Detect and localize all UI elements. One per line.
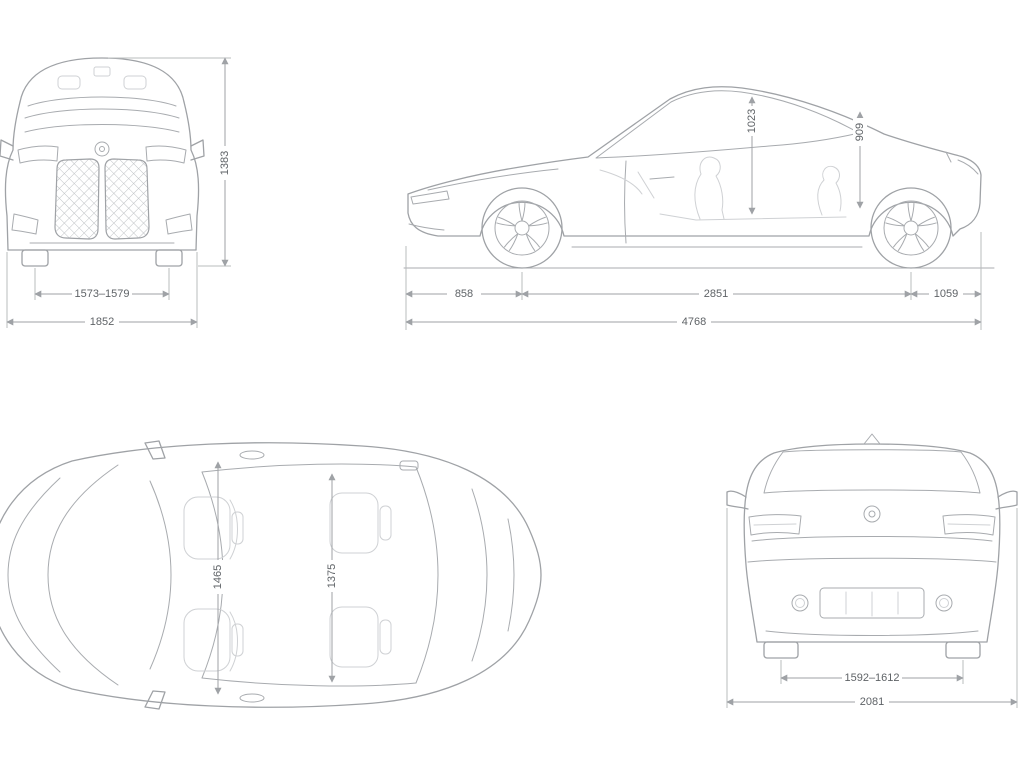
bmw-roundel-rear-icon bbox=[863, 505, 881, 523]
rear-view-car bbox=[726, 433, 1018, 659]
taillight-left bbox=[748, 514, 802, 536]
rear-track-label: 1592–1612 bbox=[844, 672, 899, 684]
front-headroom-label: 1023 bbox=[746, 109, 758, 133]
exhaust-right bbox=[935, 594, 953, 612]
mirror-rear-right bbox=[995, 490, 1018, 510]
front-wheel-right bbox=[155, 249, 183, 267]
headlight-right bbox=[145, 145, 187, 164]
overall-length-label: 4768 bbox=[682, 316, 706, 328]
roof-antenna-icon bbox=[863, 433, 881, 445]
exhaust-left bbox=[791, 594, 809, 612]
rear-wheel-side bbox=[870, 187, 952, 269]
front-interior-through-glass bbox=[57, 66, 147, 90]
top-view-dimensions: 1465 1375 bbox=[211, 461, 339, 695]
mirror-rear-left bbox=[726, 490, 749, 510]
side-mirror-right bbox=[190, 139, 205, 161]
rear-diffuser bbox=[819, 587, 925, 619]
side-mirror-left bbox=[0, 139, 14, 161]
front-height-label: 1383 bbox=[219, 151, 231, 175]
front-view-car bbox=[0, 57, 205, 267]
top-view-car bbox=[0, 440, 542, 710]
front-width-label: 1852 bbox=[90, 316, 114, 328]
bmw-roundel-icon bbox=[94, 141, 110, 157]
front-view-dimensions: 1383 1573–1579 1852 bbox=[6, 57, 232, 328]
kidney-grille-left bbox=[54, 158, 100, 240]
side-interior bbox=[599, 156, 847, 221]
rear-width-label: 2081 bbox=[860, 696, 884, 708]
headlight-side bbox=[410, 190, 450, 205]
front-wheel-side bbox=[481, 187, 563, 269]
rear-view-dimensions: 1592–1612 2081 bbox=[726, 508, 1018, 708]
front-wheel-left bbox=[21, 249, 49, 267]
mirror-top-right bbox=[144, 690, 166, 710]
front-track-label: 1573–1579 bbox=[74, 288, 129, 300]
mirror-top-left bbox=[144, 440, 166, 460]
front-interior-width-label: 1465 bbox=[212, 565, 224, 589]
taillight-right bbox=[942, 514, 996, 536]
rear-view: 1592–1612 2081 bbox=[726, 433, 1018, 708]
side-view-dimensions: 1023 909 858 2851 1059 4768 bbox=[405, 96, 982, 330]
rear-interior-width-label: 1375 bbox=[326, 564, 338, 588]
kidney-grille-right bbox=[104, 158, 150, 240]
rear-wheel-left bbox=[763, 641, 799, 659]
front-view: 1383 1573–1579 1852 bbox=[0, 57, 232, 328]
top-view: 1465 1375 bbox=[0, 440, 542, 710]
rear-headroom-label: 909 bbox=[854, 123, 866, 141]
side-view: 1023 909 858 2851 1059 4768 bbox=[403, 86, 995, 330]
headlight-left bbox=[17, 145, 59, 164]
rear-overhang-label: 1059 bbox=[934, 288, 958, 300]
rear-wheel-right bbox=[945, 641, 981, 659]
wheelbase-label: 2851 bbox=[704, 288, 728, 300]
side-view-car bbox=[403, 86, 995, 269]
front-overhang-label: 858 bbox=[455, 288, 473, 300]
